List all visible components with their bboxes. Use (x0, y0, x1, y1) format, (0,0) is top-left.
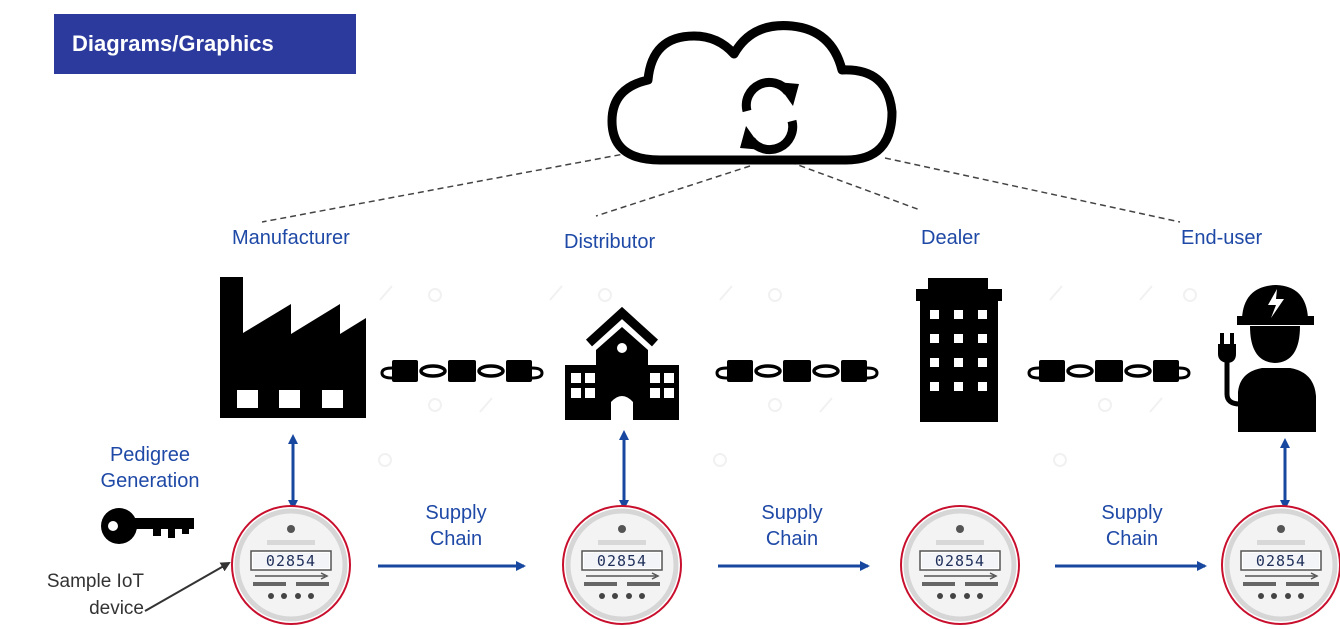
office-tower-icon (916, 278, 1002, 422)
pedigree-generation-label: Pedigree Generation (82, 442, 218, 494)
iot-pointer-arrow (144, 562, 231, 612)
iot-meter (563, 506, 681, 624)
cloud-sync-icon (607, 21, 897, 165)
iot-line2: device (89, 598, 144, 619)
section-badge-label: Diagrams/Graphics (72, 31, 274, 56)
chain-link-icon (1027, 358, 1191, 384)
chain-link-icon (715, 358, 879, 384)
label-manufacturer: Manufacturer (232, 227, 350, 249)
key-icon (101, 508, 194, 544)
supply-chain-label: Supply Chain (1074, 500, 1190, 552)
watermark-pattern (378, 285, 1197, 467)
label-dealer: Dealer (921, 227, 980, 249)
iot-line1: Sample IoT (46, 571, 144, 592)
pedigree-line1: Pedigree (109, 444, 191, 466)
iot-meter (901, 506, 1019, 624)
sample-iot-device-label: Sample IoT device (4, 568, 144, 622)
worker-with-plug-icon (1218, 285, 1316, 432)
pedigree-line2: Generation (100, 470, 200, 492)
iot-meter (1222, 506, 1340, 624)
supply-chain-line2: Chain (429, 528, 483, 550)
label-distributor: Distributor (564, 231, 656, 253)
supply-chain-label: Supply Chain (734, 500, 850, 552)
school-building-icon (565, 306, 679, 420)
pedigree-double-arrows (288, 430, 1290, 510)
iot-meter (232, 506, 350, 624)
label-end-user: End-user (1181, 227, 1263, 249)
chain-link-icon (380, 358, 544, 384)
supply-chain-line2: Chain (1105, 528, 1159, 550)
supply-chain-line1: Supply (1101, 502, 1163, 524)
factory-icon (220, 277, 366, 418)
section-badge: Diagrams/Graphics (54, 14, 356, 74)
supply-chain-line2: Chain (765, 528, 819, 550)
supply-chain-label: Supply Chain (398, 500, 514, 552)
cloud-connection-lines (261, 150, 1181, 223)
supply-chain-line1: Supply (761, 502, 823, 524)
supply-chain-line1: Supply (425, 502, 487, 524)
